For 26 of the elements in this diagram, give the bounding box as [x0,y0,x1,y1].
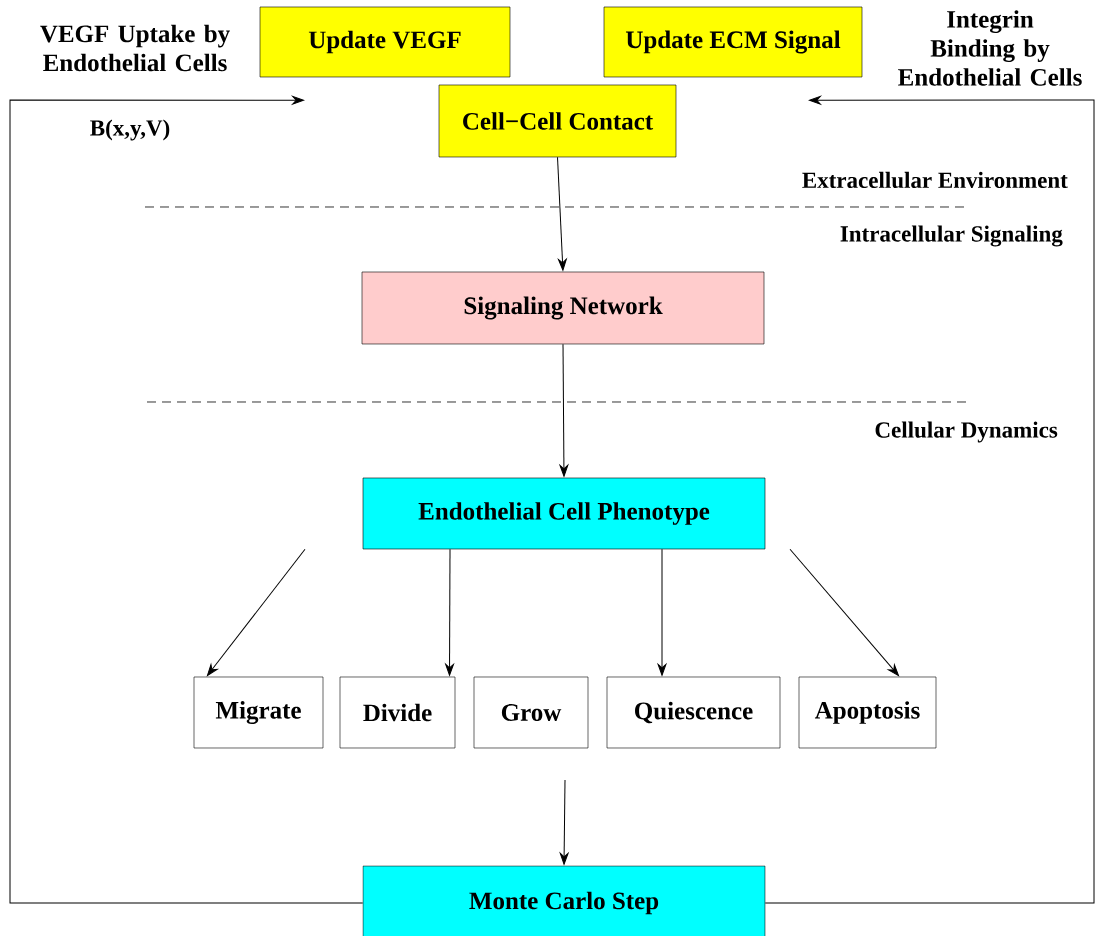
process-box: Monte Carlo Step [362,865,766,936]
outcome-box: Quiescence [606,676,781,749]
outcome-box: Apoptosis [798,676,937,749]
arrow [764,95,1095,904]
process-box: Update ECM Signal [603,6,863,78]
process-box: Update VEGF [259,6,511,78]
edge-label: VEGF Uptake by Endothelial Cells [40,24,230,72]
outcome-box: Divide [339,676,456,749]
arrow [559,779,569,865]
region-label: Extracellular Environment [802,171,1068,189]
arrow [445,548,454,676]
arrow [789,548,900,677]
arrow [206,548,306,676]
formula-label: B(x,y,V) [90,119,170,141]
arrow [657,548,667,676]
outcome-box: Migrate [193,676,324,749]
process-box: Cell−Cell Contact [438,84,677,158]
edge-label: Integrin Binding by Endothelial Cells [898,10,1082,86]
process-box: Endothelial Cell Phenotype [362,477,766,550]
arrow [557,156,567,271]
outcome-box: Grow [473,676,589,749]
arrow [559,343,569,477]
region-label: Intracellular Signaling [840,225,1063,247]
process-box: Signaling Network [361,271,765,345]
region-label: Cellular Dynamics [875,421,1058,443]
arrow [9,95,364,904]
